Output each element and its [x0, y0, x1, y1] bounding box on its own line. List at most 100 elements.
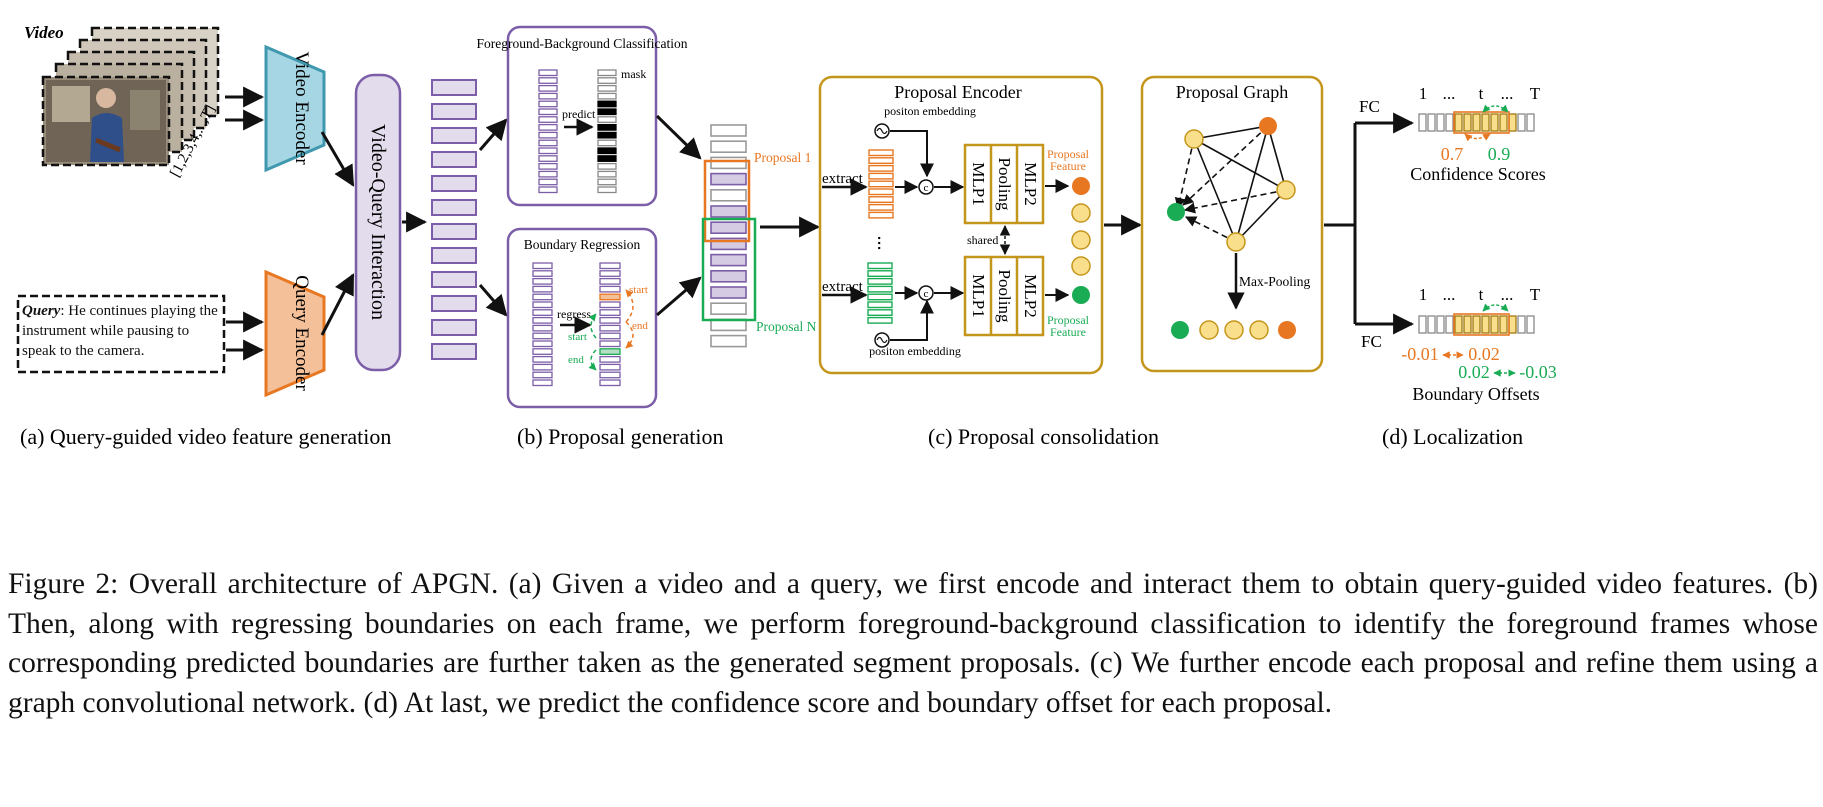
br-feature-cell	[532, 285, 553, 293]
proposal-n-frame-cell	[867, 293, 893, 301]
feature-node-yellow-2	[1071, 230, 1091, 250]
apgn-architecture-diagram: Video [1,2,3,4,...,T] Video Encoder Quer…	[16, 23, 1557, 449]
proposal-1-frame-cell	[868, 203, 894, 211]
mask-cell	[597, 147, 617, 155]
confidence-cell	[1508, 113, 1517, 132]
offset-strip	[1418, 313, 1535, 336]
encoder-title: Proposal Encoder	[894, 82, 1021, 102]
br-output-column	[599, 262, 621, 387]
fb-feature-cell	[538, 69, 558, 77]
proposal-cell	[710, 286, 747, 299]
offset-cell	[1445, 315, 1454, 334]
offset-green-1: 0.02	[1458, 362, 1490, 382]
axis-label: 1	[1419, 84, 1428, 103]
extract-top: extract	[822, 171, 864, 187]
pos-embedding-top: positon embedding	[884, 104, 976, 118]
score-green: 0.9	[1488, 144, 1511, 164]
proposal-cell	[710, 189, 747, 202]
time-axis-top: 1...t...T	[1419, 84, 1541, 103]
caption-d: (d) Localization	[1382, 424, 1523, 449]
confidence-cell	[1436, 113, 1445, 132]
predict-label: predict	[562, 107, 596, 121]
concat-icon-top: c	[918, 179, 934, 195]
offset-cell	[1481, 315, 1490, 334]
feature-node-yellow-1	[1071, 203, 1091, 223]
feature-node-orange	[1072, 177, 1090, 195]
extract-bottom: extract	[822, 279, 864, 295]
proposal-graph-panel: Proposal Graph	[1140, 75, 1324, 373]
br-feature-column	[532, 262, 553, 387]
proposal-1-label: Proposal 1	[754, 150, 811, 165]
pooled-node-yellow-2	[1224, 320, 1244, 340]
proposal-cell	[710, 269, 747, 283]
feature-cell	[431, 319, 477, 336]
axis-label: ...	[1501, 285, 1514, 304]
graph-node-2	[1259, 117, 1277, 135]
mask-cell	[597, 170, 617, 178]
mlp-stack-top: MLP1 Pooling MLP2	[963, 143, 1045, 225]
proposal-n-frame-cell	[867, 285, 893, 293]
proposal-cell	[710, 302, 747, 316]
feature-cell	[431, 295, 477, 312]
video-query-interaction: Video-Query Interaction	[354, 73, 402, 372]
pos-embedding-bottom: positon embedding	[869, 344, 961, 358]
offset-cell	[1517, 315, 1526, 334]
offset-cell	[1454, 315, 1463, 334]
concat-icon-bottom: c	[918, 285, 934, 301]
confidence-scores-label: Confidence Scores	[1410, 164, 1545, 184]
axis-label: T	[1530, 285, 1541, 304]
axis-label: t	[1479, 84, 1484, 103]
br-end-green: end	[568, 354, 584, 366]
br-output-cell	[599, 270, 621, 277]
confidence-cell	[1472, 113, 1481, 132]
video-encoder: Video Encoder	[264, 44, 326, 173]
proposal-n-frame-cell	[867, 262, 893, 270]
feature-cell	[431, 247, 477, 264]
interaction-label: Video-Query Interaction	[367, 124, 389, 320]
br-output-cell	[599, 293, 621, 301]
br-feature-cell	[532, 332, 553, 340]
br-feature-cell	[532, 340, 553, 348]
time-axis-bottom: 1... t... T	[1419, 285, 1541, 304]
vertical-dots: ...	[873, 236, 895, 251]
fb-feature-cell	[538, 131, 558, 139]
proposal-1-frame-cell	[868, 149, 894, 157]
caption-a: (a) Query-guided video feature generatio…	[20, 424, 391, 449]
br-feature-cell	[532, 348, 553, 355]
axis-label: 1	[1419, 285, 1428, 304]
confidence-strip	[1418, 111, 1535, 134]
video-encoder-label: Video Encoder	[291, 51, 312, 165]
br-feature-cell	[532, 379, 553, 387]
br-output-cell	[599, 285, 621, 293]
confidence-cell	[1427, 113, 1436, 132]
boundary-offsets-label: Boundary Offsets	[1412, 384, 1539, 404]
offset-cell	[1508, 315, 1517, 334]
mlp1-top: MLP1	[969, 162, 988, 205]
pooled-node-yellow-1	[1199, 320, 1219, 340]
query-box: Query: He continues playing the instrume…	[16, 294, 226, 374]
graph-node-5	[1167, 203, 1185, 221]
fb-feature-cell	[538, 178, 558, 186]
pooled-node-yellow-3	[1249, 320, 1269, 340]
caption-c: (c) Proposal consolidation	[928, 424, 1159, 449]
graph-node-4	[1226, 232, 1246, 252]
br-output-cell	[599, 332, 621, 340]
shared-label: shared	[967, 233, 998, 247]
mask-cell	[597, 116, 617, 123]
offset-cell	[1526, 315, 1535, 334]
graph-title: Proposal Graph	[1176, 82, 1288, 102]
fb-feature-cell	[538, 139, 558, 147]
mask-cell	[597, 131, 617, 139]
feature-cell	[431, 343, 477, 360]
br-feature-cell	[532, 316, 553, 324]
br-output-cell	[599, 355, 621, 363]
offset-cell	[1436, 315, 1445, 334]
axis-label: t	[1479, 285, 1484, 304]
regress-label: regress	[557, 307, 591, 321]
mask-cell	[597, 162, 617, 170]
br-output-cell	[599, 379, 621, 387]
feature-cell	[431, 271, 477, 288]
mask-cell	[597, 139, 617, 147]
axis-label: ...	[1443, 285, 1456, 304]
br-feature-cell	[532, 355, 553, 363]
